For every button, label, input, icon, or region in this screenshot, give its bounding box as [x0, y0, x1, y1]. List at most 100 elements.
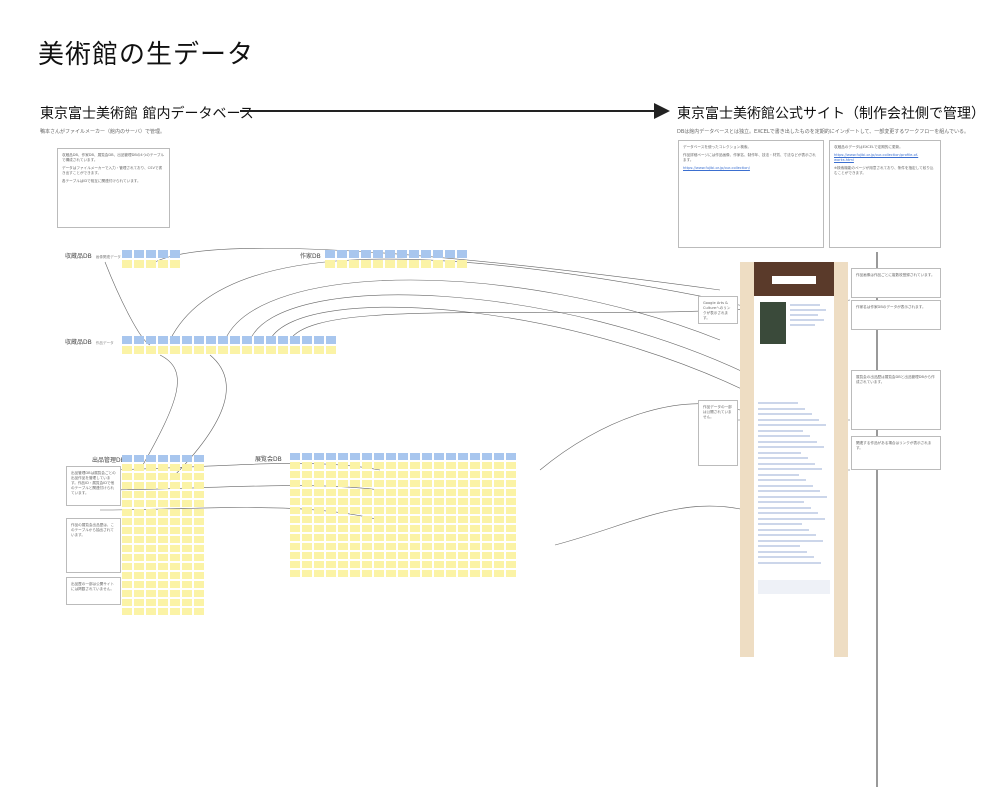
table-cell — [386, 552, 396, 559]
table-cell — [182, 590, 192, 597]
table-cell — [146, 536, 156, 543]
table-cell — [146, 250, 156, 258]
table-cell — [194, 500, 204, 507]
table-cell — [302, 336, 312, 344]
table-cell — [494, 570, 504, 577]
site-list-line — [758, 539, 823, 542]
table-cell — [433, 250, 443, 258]
table-cell — [362, 543, 372, 550]
table-cell — [290, 570, 300, 577]
table-cell — [410, 516, 420, 523]
table-cell — [446, 543, 456, 550]
table-cell — [434, 507, 444, 514]
table-cell — [422, 525, 432, 532]
table-cell — [350, 480, 360, 487]
table-cell — [158, 545, 168, 552]
table-cell — [290, 525, 300, 532]
table-cell — [290, 480, 300, 487]
table-cell — [494, 561, 504, 568]
table-cell — [170, 572, 180, 579]
table-cell — [326, 534, 336, 541]
table-cell — [373, 260, 383, 268]
table-cell — [302, 525, 312, 532]
table-cell — [230, 336, 240, 344]
table-cell — [350, 561, 360, 568]
web-note-2: 作家名は作家DBのデータが表示されます。 — [851, 300, 941, 330]
table-cell — [410, 507, 420, 514]
table-cell — [134, 509, 144, 516]
table-cell — [494, 507, 504, 514]
artwork-info — [790, 302, 828, 344]
table-cell — [146, 491, 156, 498]
table-cell — [362, 489, 372, 496]
table-cell — [134, 464, 144, 471]
table-cell — [326, 516, 336, 523]
table-cell — [122, 590, 132, 597]
table-cell — [134, 260, 144, 268]
table-cell — [266, 346, 276, 354]
table-cell — [326, 480, 336, 487]
table-cell — [122, 491, 132, 498]
table-cell — [338, 561, 348, 568]
table-cell — [134, 581, 144, 588]
table-cell — [338, 471, 348, 478]
table-cell — [314, 543, 324, 550]
table-cell — [290, 561, 300, 568]
table-cell — [182, 346, 192, 354]
table-cell — [362, 534, 372, 541]
table-cell — [470, 570, 480, 577]
site-list-line — [758, 468, 822, 470]
table-cell — [290, 453, 300, 460]
table-cell — [194, 545, 204, 552]
table-cell — [134, 518, 144, 525]
table-cell — [158, 581, 168, 588]
table-cell — [302, 543, 312, 550]
table-cell — [134, 590, 144, 597]
table-cell — [194, 581, 204, 588]
table-cell — [350, 543, 360, 550]
table-cell — [146, 599, 156, 606]
table-cell — [314, 489, 324, 496]
table-cell — [302, 561, 312, 568]
site-list-line — [758, 490, 820, 492]
table-cell — [182, 554, 192, 561]
table-cell — [470, 561, 480, 568]
table-cell — [302, 507, 312, 514]
table-cell — [361, 250, 371, 258]
web-note-3: 展覧会の出品歴は展覧会DBと出品管理DBから作成されています。 — [851, 370, 941, 430]
right-subtitle: DBは館内データベースとは独立。EXCELで書き出したものを定期的にインポートし… — [677, 129, 970, 135]
table-cell — [482, 489, 492, 496]
exhibit-note-3: 出品歴の一部は公開サイトには掲載されていません。 — [66, 577, 121, 605]
table-cell — [434, 525, 444, 532]
table-cell — [350, 471, 360, 478]
table-cell — [434, 543, 444, 550]
table-cell — [506, 471, 516, 478]
table-cell — [326, 498, 336, 505]
table-cell — [302, 552, 312, 559]
table-cell — [290, 489, 300, 496]
table-cell — [398, 462, 408, 469]
table-cell — [445, 250, 455, 258]
table-cell — [446, 525, 456, 532]
exhibit-note-1: 出品管理DBは展覧会ごとの出品作品を管理しています。作品ID・展覧会IDで他のテ… — [66, 466, 121, 506]
table-cell — [218, 336, 228, 344]
table-cell — [446, 561, 456, 568]
table-cell — [302, 534, 312, 541]
table-cell — [122, 527, 132, 534]
table-cell — [494, 525, 504, 532]
table-cell — [385, 250, 395, 258]
table-cell — [410, 543, 420, 550]
table-cell — [470, 543, 480, 550]
table-cell — [206, 346, 216, 354]
table-cell — [350, 489, 360, 496]
table-cell — [494, 471, 504, 478]
table-cell — [374, 489, 384, 496]
table-cell — [122, 599, 132, 606]
table-cell — [158, 260, 168, 268]
table-cell — [266, 336, 276, 344]
table-cell — [170, 250, 180, 258]
site-list-line — [758, 424, 826, 426]
table-cell — [314, 552, 324, 559]
table-cell — [170, 455, 180, 462]
table-cell — [494, 498, 504, 505]
